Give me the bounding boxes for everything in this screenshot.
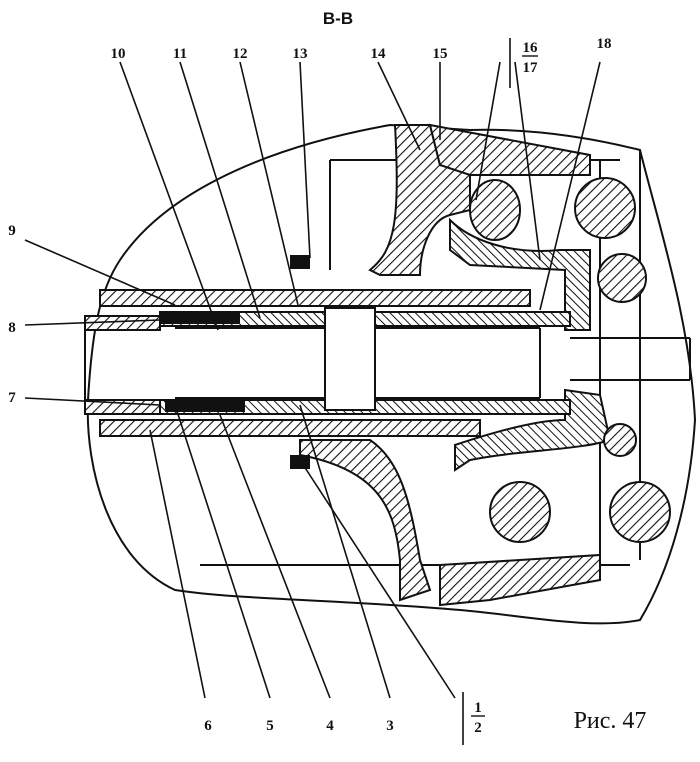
round-sections: [469, 177, 671, 543]
callout-4: 4: [326, 718, 334, 734]
right-shell-upper: [449, 217, 591, 331]
callout-5: 5: [266, 718, 274, 734]
callout-15: 15: [433, 46, 448, 62]
impeller-lower-flange: [439, 553, 601, 607]
outer-sleeve-upper: [99, 289, 531, 307]
callout-8: 8: [8, 320, 16, 336]
callout-7: 7: [8, 390, 16, 406]
callout-10: 10: [111, 46, 126, 62]
callout-13: 13: [293, 46, 308, 62]
callout-14: 14: [371, 46, 387, 62]
leader-lines: [24, 38, 601, 745]
callout-17: 17: [523, 60, 539, 76]
callout-9: 9: [8, 223, 16, 239]
callout-3: 3: [386, 718, 394, 734]
impeller-upper: [368, 124, 471, 276]
callout-16: 16: [523, 40, 539, 56]
impeller-upper-flange: [428, 123, 591, 176]
shaft: [84, 307, 691, 411]
seal-left-upper: [160, 312, 240, 324]
outer-sleeve-lower: [99, 419, 481, 437]
callout-18: 18: [597, 36, 612, 52]
seal-left-lower: [165, 400, 245, 412]
callout-2: 2: [474, 720, 482, 736]
figure-caption: Рис. 47: [574, 708, 647, 734]
callout-6: 6: [204, 718, 212, 734]
callout-12: 12: [233, 46, 248, 62]
bolt-lower: [290, 455, 310, 469]
bolt-upper: [290, 255, 310, 269]
callout-labels: 10 11 12 13 14 15 16 17 18 9 8 7 6 5 4 3…: [8, 36, 611, 736]
callout-11: 11: [173, 46, 187, 62]
housing-outline: [86, 123, 697, 625]
impeller-lower: [299, 439, 432, 602]
section-title: В-В: [323, 9, 353, 28]
right-shell-lower: [454, 388, 612, 472]
callout-1: 1: [474, 700, 482, 716]
